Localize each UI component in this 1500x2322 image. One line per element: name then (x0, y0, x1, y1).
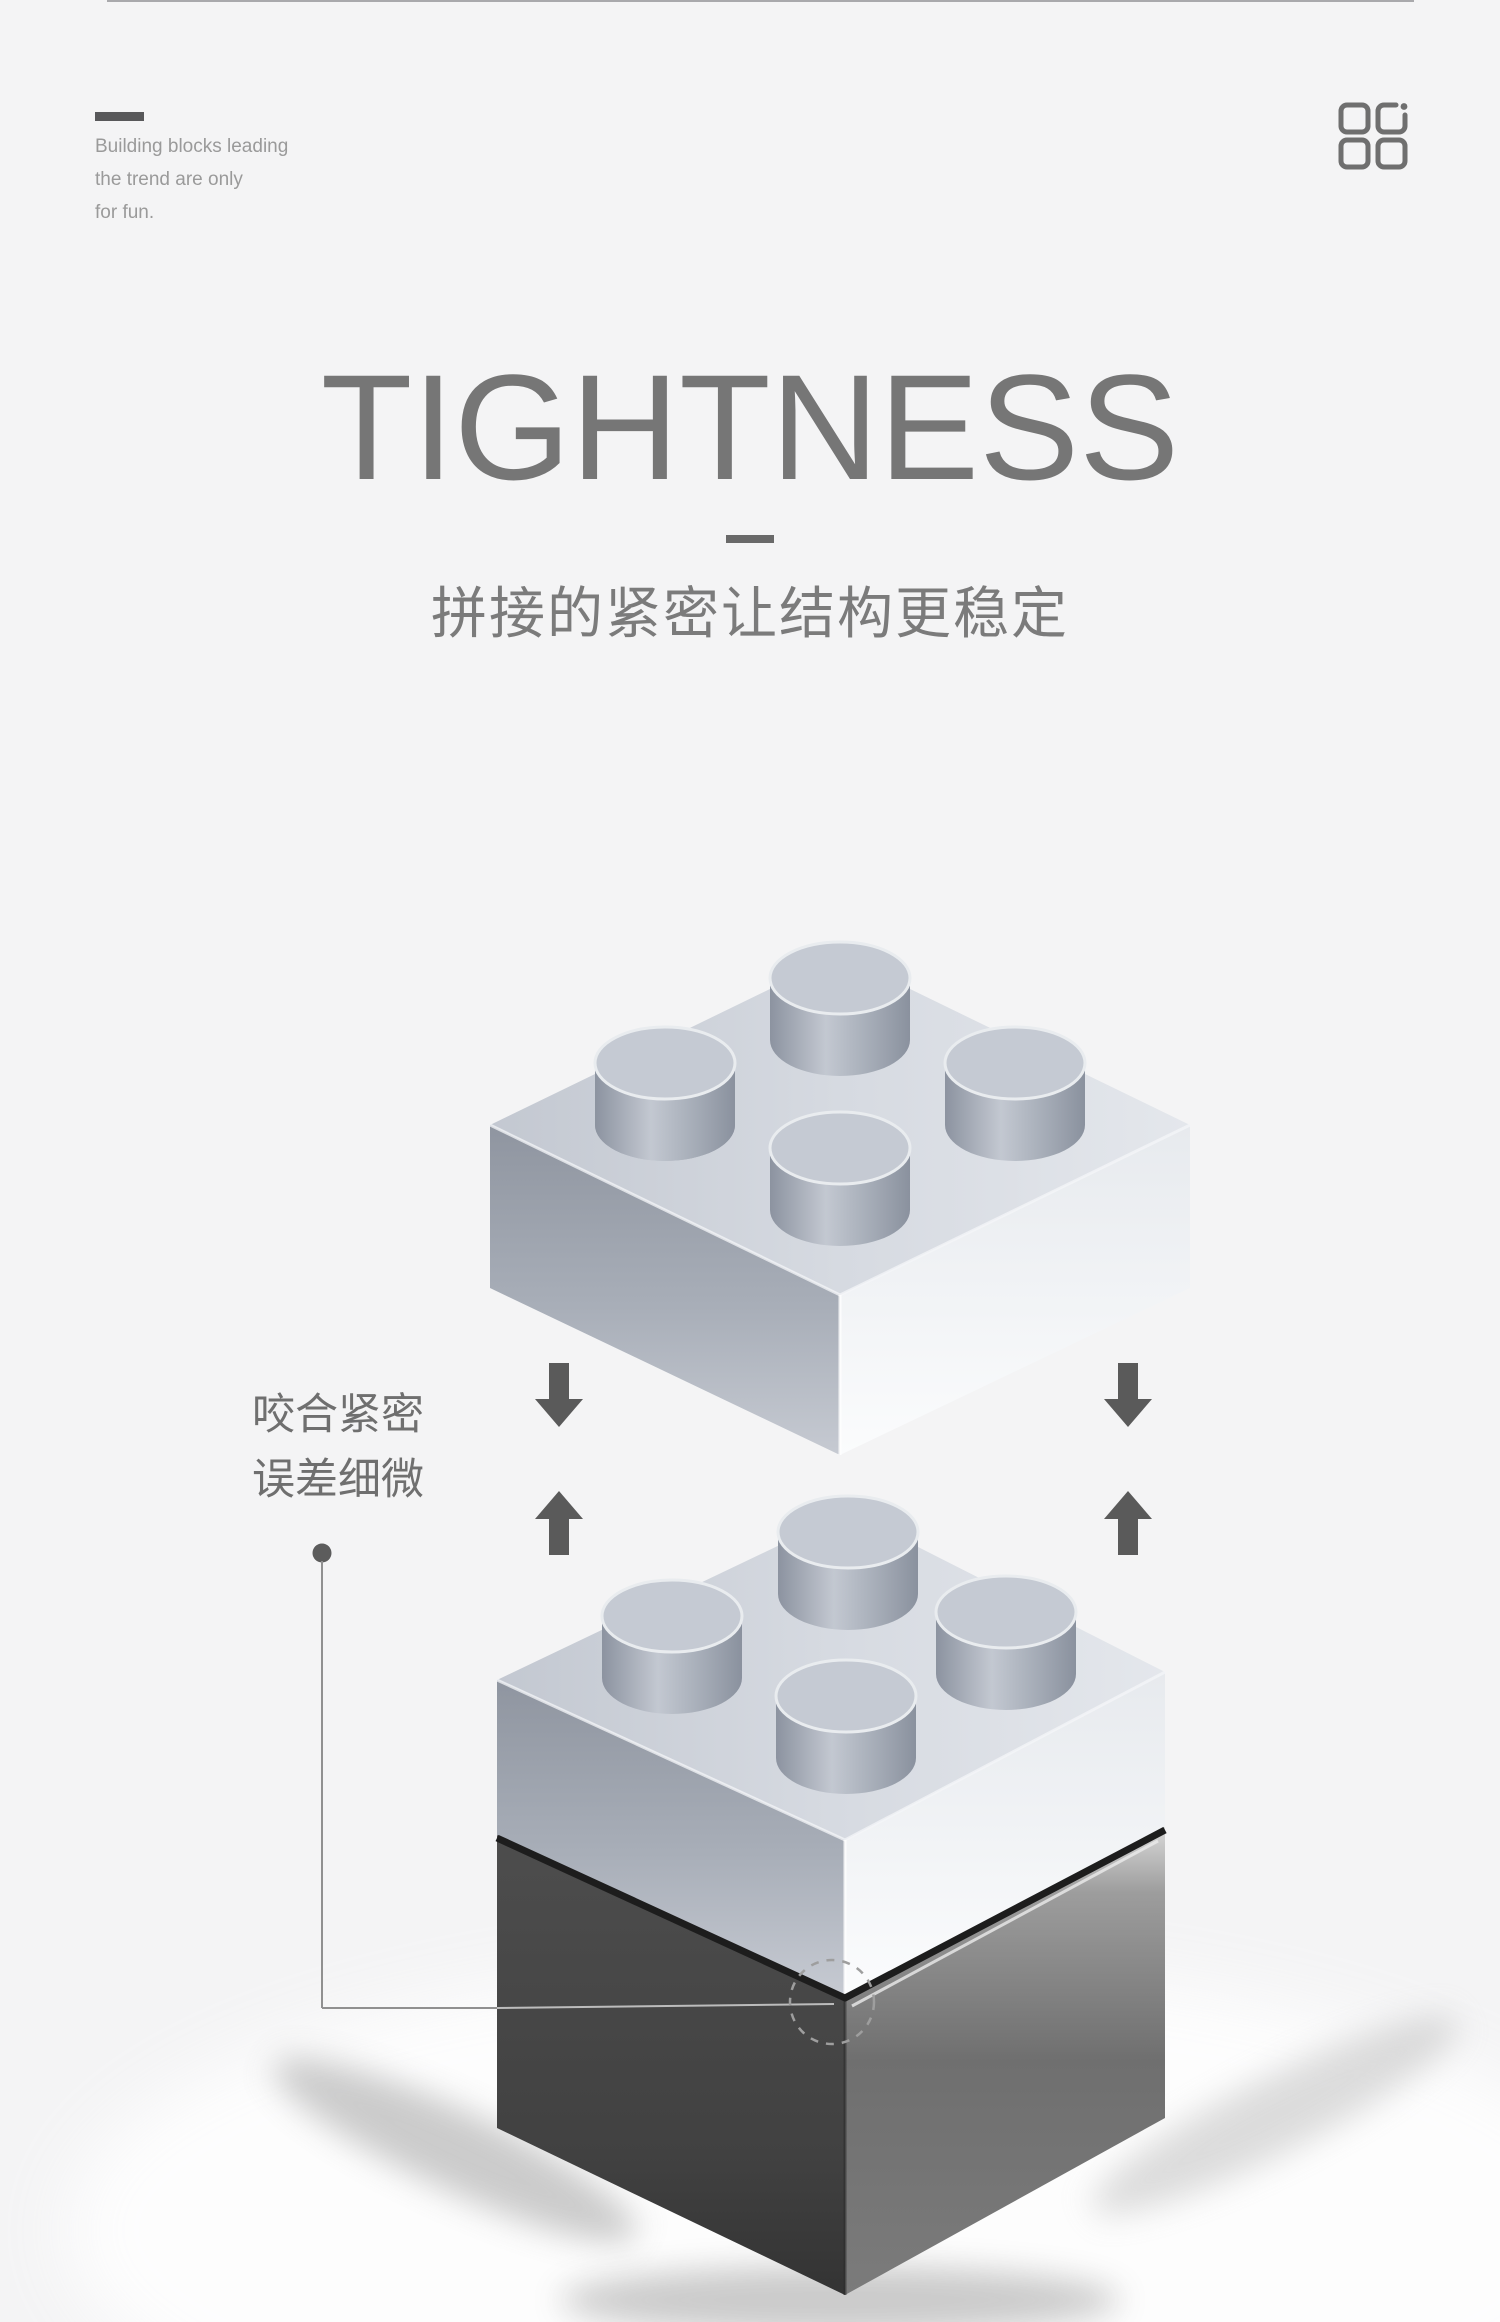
grid-logo-icon (1338, 102, 1408, 170)
header-tagline: Building blocks leading the trend are on… (95, 130, 435, 229)
page-title: TIGHTNESS (320, 343, 1180, 511)
section-top-divider (107, 0, 1414, 2)
stacked-bricks (495, 1494, 1167, 2295)
alignment-arrows (535, 1363, 1152, 1555)
tagline-dash (95, 112, 144, 121)
brick-seam (495, 1826, 1167, 2008)
title-dash (726, 535, 774, 543)
up-arrow-left-icon (535, 1491, 583, 1555)
callout-leader (312, 1543, 835, 2009)
seam-callout-label: 咬合紧密 误差细微 (228, 1383, 448, 1513)
tagline-line-2: the trend are only (95, 169, 243, 190)
callout-line-2: 误差细微 (252, 1456, 424, 1504)
up-arrow-right-icon (1104, 1491, 1152, 1555)
down-arrow-left-icon (535, 1363, 583, 1427)
leader-dot (312, 1543, 332, 1563)
down-arrow-right-icon (1104, 1363, 1152, 1427)
stacked-brick-studs (600, 1494, 1078, 1794)
floor-shadows (65, 1960, 1500, 2322)
page-subtitle: 拼接的紧密让结构更稳定 (431, 582, 1069, 645)
floating-brick (489, 940, 1191, 1455)
stacked-light-brick (496, 1494, 1166, 1995)
floating-brick-studs (593, 940, 1087, 1246)
tagline-line-3: for fun. (95, 202, 155, 223)
tagline-line-1: Building blocks leading (95, 136, 289, 157)
seam-highlight-circle (788, 1958, 876, 2046)
callout-line-1: 咬合紧密 (252, 1391, 424, 1439)
dark-brick (497, 1827, 1165, 2295)
